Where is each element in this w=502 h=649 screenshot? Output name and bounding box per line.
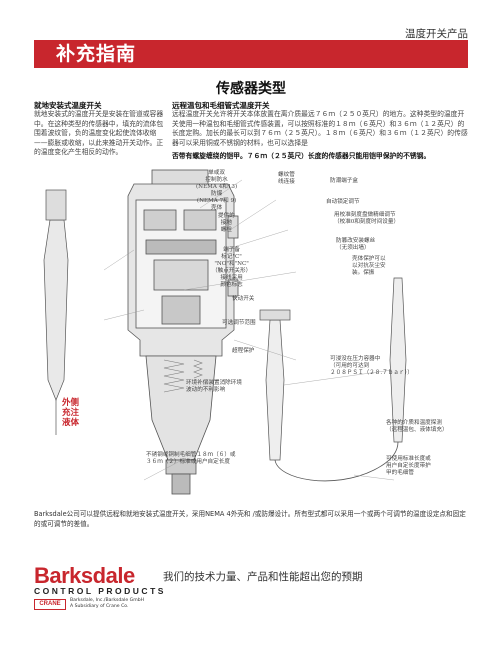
right-heading: 远程温包和毛细管式温度开关	[172, 101, 270, 110]
left-body: 就地安装式的温度开关是安装在管道或容器中。在这种类型的传感器中，填充的流体包围着…	[34, 110, 164, 157]
right-body: 远程温度开关允许将开关本体放置在离介质最远７６ｍ（２５０英尺）的地方。这种类型的…	[172, 110, 468, 147]
label-enclosure: 单或双 控制防水 (NEMA 4和13) 防爆 (NEMA 7和 9) 壳体	[196, 170, 238, 211]
crane-text-line1: Barksdale, Inc./Barksdale GmbH	[70, 598, 145, 603]
right-body-bold: 否带有螺旋缠绕的铠甲。７６ｍ（２５英尺）长度的传感器只能用铠甲保护的不锈钢。	[172, 152, 431, 160]
slogan: 我们的技术力量、产品和性能超出您的预期	[163, 571, 363, 583]
label-snap-switch: 快动开关	[232, 296, 255, 302]
label-fluid-fill: 外侧 充注 液体	[62, 398, 80, 428]
label-ground-screw: 提供的 接地 螺栓	[218, 213, 235, 233]
left-heading: 就地安装式温度开关	[34, 101, 102, 110]
label-pressure-rating: 可浸没在压力容器中 （可用的可达到 ２０８ＰＳＩ（２８.７ｂａｒ））	[330, 356, 413, 376]
label-deadband: 用校准刻度盘做精细调节 （校准0和刻度时间设量）	[334, 212, 400, 225]
label-range-spring: 可选调节范围	[222, 320, 256, 326]
crane-logo: CRANE	[34, 599, 66, 610]
brand-logo: Barksdale	[34, 563, 135, 588]
section-title: 传感器类型	[216, 81, 286, 97]
page-title: 补充指南	[56, 43, 137, 65]
footer-note: Barksdale公司可以提供远程和就地安装式温度开关，采用NEMA 4外壳和 …	[34, 510, 466, 528]
label-auto-adjust: 自动锁定调节	[326, 199, 360, 205]
label-capillary-desc: 各种的介质和温度探测 （远程温包、液体填充）	[386, 420, 448, 433]
label-bulb-custom: 可使用标准长度或 用户自定长度带护 甲的毛细管	[386, 456, 431, 476]
label-housing: 壳体保护可以 以对抗灰尘安 装。保振	[352, 256, 386, 276]
label-terminal-block: 防潮端子盒	[330, 178, 358, 184]
label-overpressure: 超程保护	[232, 348, 255, 354]
label-conduit: 螺纹管 线连接	[278, 172, 295, 185]
label-lock-screw: 防篡改安装螺丝 （无须出墙）	[336, 238, 376, 251]
switch-diagram	[43, 169, 407, 495]
crane-text: Barksdale, Inc./Barksdale GmbH A Subsidi…	[70, 598, 144, 610]
label-ambient: 环境补偿装置消除环境 波动的不利影响	[186, 380, 242, 393]
category-label: 温度开关产品	[405, 28, 468, 40]
title-banner	[34, 40, 468, 68]
label-wiring: 端子备 标记"C" "NO"和"NC" （触点开关形） 接线采用 颜色标志	[212, 247, 252, 288]
crane-text-line2: A Subsidiary of Crane Co.	[70, 604, 129, 609]
label-stainless: 不锈钢或铜制毛细管１８ｍ（６）或 ３６ｍ（２）标准或用户自定长度	[146, 452, 236, 465]
brand-subtitle: CONTROL PRODUCTS	[34, 586, 166, 596]
